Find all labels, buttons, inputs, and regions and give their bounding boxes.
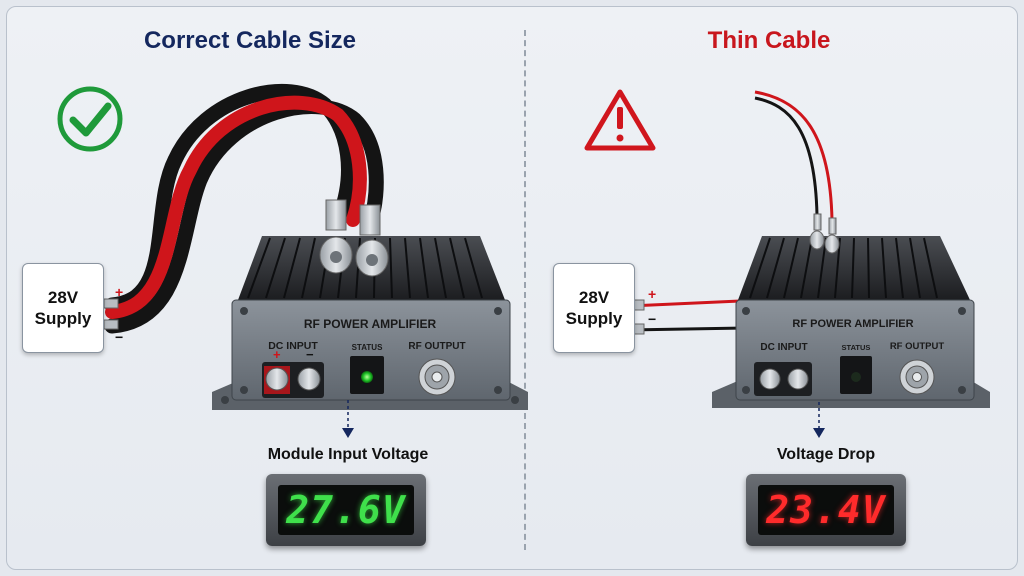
left-measure-arrow (342, 400, 354, 438)
right-panel-title: Thin Cable (707, 27, 831, 54)
right-dc-input-label: DC INPUT (760, 342, 807, 353)
right-meter-reading: 23.4V (758, 485, 894, 535)
right-supply-terminals: + − (631, 286, 656, 335)
right-amplifier (712, 213, 990, 408)
left-status-label: STATUS (352, 343, 383, 352)
warning-triangle-icon (584, 89, 656, 151)
left-thick-cables (104, 83, 384, 334)
left-meter-caption: Module Input Voltage (267, 446, 429, 463)
left-positive-mark: + (273, 347, 281, 362)
left-supply-label: Supply (34, 309, 92, 328)
left-supply-box: 28V Supply (22, 263, 104, 353)
svg-text:−: − (648, 311, 656, 327)
check-circle-icon (57, 86, 123, 152)
left-negative-mark: − (306, 347, 314, 362)
left-meter-reading: 27.6V (278, 485, 414, 535)
left-voltage-meter: 27.6V (266, 474, 426, 546)
panel-divider (524, 30, 526, 550)
right-status-label: STATUS (842, 343, 871, 352)
right-measure-arrow (813, 402, 825, 438)
left-supply-terminals: + − (103, 284, 123, 345)
right-rf-output-label: RF OUTPUT (890, 341, 945, 352)
svg-text:+: + (648, 286, 656, 302)
svg-text:+: + (115, 284, 123, 300)
left-supply-voltage: 28V (47, 287, 79, 307)
right-supply-voltage: 28V (578, 287, 610, 307)
right-voltage-meter: 23.4V (746, 474, 906, 546)
left-amplifier-label: RF POWER AMPLIFIER (304, 317, 437, 331)
right-meter-caption: Voltage Drop (776, 446, 876, 463)
left-panel-title: Correct Cable Size (143, 27, 357, 54)
left-dc-input-label: DC INPUT (268, 340, 318, 352)
right-amplifier-label: RF POWER AMPLIFIER (792, 318, 913, 330)
left-amplifier (212, 199, 528, 410)
right-thin-cables (629, 90, 834, 332)
left-rf-output-label: RF OUTPUT (408, 341, 465, 352)
right-supply-box: 28V Supply (553, 263, 635, 353)
right-supply-label: Supply (565, 309, 623, 328)
svg-text:−: − (115, 329, 123, 345)
